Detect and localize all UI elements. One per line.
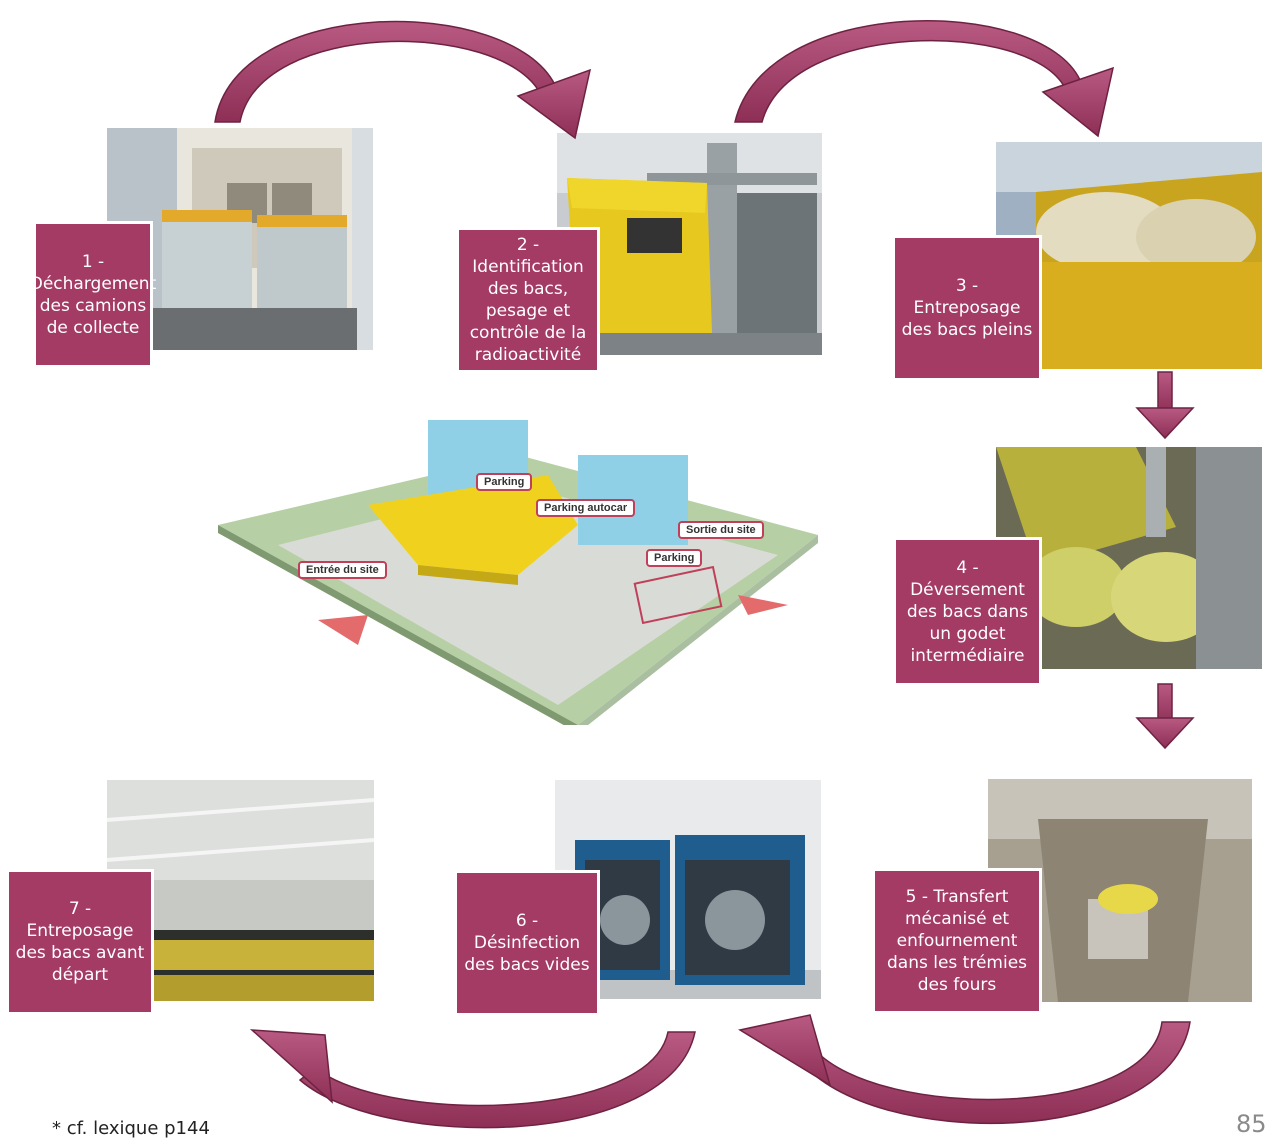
step-6-label: 6 - Désinfection des bacs vides	[454, 870, 600, 1016]
map-tag-parking: Parking	[476, 473, 533, 491]
step-6-text: 6 - Désinfection des bacs vides	[464, 911, 590, 975]
arrow-3-to-4	[1135, 371, 1195, 440]
arrow-4-to-5	[1135, 683, 1195, 750]
step-3-label: 3 - Entreposage des bacs pleins	[892, 235, 1042, 381]
map-tag-entree-du-site: Entrée du site	[298, 561, 387, 579]
map-tag-parking-2: Parking	[646, 549, 703, 567]
step-1-label: 1 - Déchargement des camions de collecte	[30, 221, 156, 368]
step-7-text: 7 - Entreposage des bacs avant départ	[15, 899, 145, 985]
step-3-text: 3 - Entreposage des bacs pleins	[901, 276, 1033, 340]
photo-yellow-bin-identification	[557, 133, 822, 355]
page-number: 85	[1236, 1110, 1266, 1138]
photo-truck-unloading	[107, 128, 373, 350]
step-7-label: 7 - Entreposage des bacs avant départ	[6, 869, 154, 1015]
map-tag-parking-autocar: Parking autocar	[536, 499, 636, 517]
step-2-text: 2 - Identification des bacs, pesage et c…	[469, 235, 587, 365]
step-5-label: 5 - Transfert mécanisé et enfournement d…	[872, 868, 1042, 1014]
step-5-text: 5 - Transfert mécanisé et enfournement d…	[886, 887, 1028, 995]
site-map: Parking Parking autocar Sortie du site P…	[218, 415, 818, 733]
map-tag-sortie-du-site: Sortie du site	[678, 521, 764, 539]
arrow-2-to-3	[734, 20, 1115, 138]
step-4-label: 4 - Déversement des bacs dans un godet i…	[893, 537, 1042, 686]
step-1-text: 1 - Déchargement des camions de collecte	[29, 251, 157, 338]
photo-full-bins-storage	[996, 142, 1262, 369]
step-2-label: 2 - Identification des bacs, pesage et c…	[456, 227, 600, 373]
arrow-5-to-6	[738, 1014, 1191, 1125]
step-4-text: 4 - Déversement des bacs dans un godet i…	[906, 557, 1029, 666]
footnote: * cf. lexique p144	[52, 1118, 210, 1139]
arrow-6-to-7	[249, 1029, 696, 1129]
arrow-1-to-2	[214, 20, 592, 140]
